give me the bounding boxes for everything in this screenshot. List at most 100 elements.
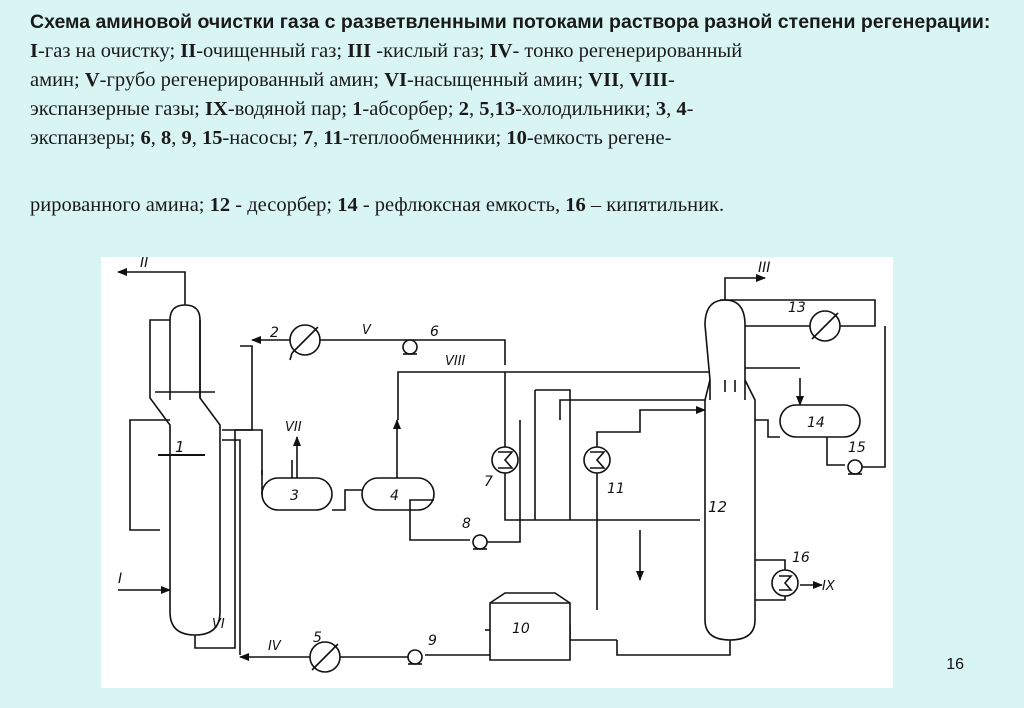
legend-run: экспанзерные газы; — [30, 98, 206, 120]
legend-run: -очищенный газ; — [196, 40, 348, 62]
legend-line: I-газ на очистку; II-очищенный газ; III … — [30, 37, 1005, 66]
legend-run: -теплообменники; — [342, 127, 507, 149]
process-diagram: II I III IV V VI VII VIII IX 1 2 3 4 5 6… — [101, 255, 893, 688]
equipment-label-1: 1 — [175, 438, 185, 456]
pump-15 — [847, 459, 863, 475]
legend-run: - тонко регенерированный — [512, 40, 743, 62]
equipment-label-15: 15 — [848, 440, 866, 456]
legend-run: , — [468, 98, 480, 120]
legend-run: , — [666, 98, 677, 120]
legend-line: амин; V-грубо регенерированный амин; VI-… — [30, 66, 1005, 95]
slide-title: Схема аминовой очистки газа с разветвлен… — [30, 11, 991, 33]
legend-run: VI — [384, 69, 407, 91]
tank-10 — [489, 592, 571, 661]
legend-run: , — [489, 98, 495, 120]
legend-line: экспанзерные газы; IX-водяной пар; 1-абс… — [30, 95, 1005, 124]
legend-run: IX — [205, 98, 228, 120]
legend-run: VIII — [629, 69, 669, 91]
legend-gap — [30, 153, 1005, 191]
page-number: 16 — [946, 656, 964, 673]
legend-run: , — [313, 127, 324, 149]
reboiler-16 — [771, 569, 799, 597]
reflux-drum-14 — [779, 404, 861, 438]
legend-run: III — [347, 40, 372, 62]
legend-run: - — [686, 98, 694, 120]
legend-run: 4 — [676, 98, 687, 120]
stream-label-v: V — [362, 323, 372, 338]
legend-run: -газ на очистку; — [37, 40, 181, 62]
heat-exchanger-11 — [583, 446, 611, 474]
legend-run: -емкость регене- — [526, 127, 672, 149]
legend-run: 8 — [160, 127, 172, 149]
legend-run: -насосы; — [222, 127, 303, 149]
equipment-label-2: 2 — [270, 325, 279, 341]
legend-run: IV — [489, 40, 513, 62]
legend-run: -насыщенный амин; — [406, 69, 589, 91]
heat-exchanger-7 — [491, 446, 519, 474]
legend-run: -грубо регенерированный амин; — [99, 69, 385, 91]
legend-run: 3 — [655, 98, 667, 120]
legend-run: 7 — [302, 127, 314, 149]
legend-run: рированного амина; — [30, 194, 210, 216]
stream-label-iv: IV — [268, 639, 282, 654]
equipment-label-16: 16 — [792, 550, 810, 566]
stream-label-ii: II — [140, 257, 148, 271]
equipment-label-3: 3 — [290, 488, 299, 504]
legend-run: , — [171, 127, 182, 149]
legend-run: экспанзеры; — [30, 127, 141, 149]
stream-label-viii: VIII — [445, 354, 466, 369]
equipment-label-12: 12 — [708, 498, 727, 516]
legend-run: , — [619, 69, 630, 91]
equipment-label-10: 10 — [512, 621, 530, 637]
pump-9 — [407, 649, 423, 665]
desorber-12 — [704, 299, 756, 641]
legend-run: V — [84, 69, 100, 91]
stream-label-i: I — [118, 571, 122, 587]
legend-run: 5 — [479, 98, 490, 120]
pump-8 — [472, 534, 488, 550]
legend-run: VII — [588, 69, 620, 91]
legend-run: -холодильники; — [515, 98, 656, 120]
legend-run: 9 — [181, 127, 192, 149]
equipment-label-6: 6 — [430, 324, 439, 340]
legend-run: -абсорбер; — [362, 98, 459, 120]
stream-label-ix: IX — [822, 579, 836, 594]
legend-run: 12 — [209, 194, 231, 216]
equipment-label-7: 7 — [484, 474, 493, 490]
stream-label-iii: III — [758, 260, 770, 276]
legend-run: амин; — [30, 69, 85, 91]
equipment-label-4: 4 — [390, 488, 399, 504]
legend-run: - — [668, 69, 675, 91]
stream-label-vii: VII — [285, 420, 302, 435]
equipment-label-9: 9 — [428, 633, 437, 649]
legend-run: 6 — [140, 127, 151, 149]
legend-run: , — [191, 127, 202, 149]
legend-run: 14 — [337, 194, 358, 216]
legend-run: 10 — [506, 127, 527, 149]
cooler-13 — [809, 310, 841, 342]
legend-run: 15 — [201, 127, 223, 149]
legend-run: I — [30, 40, 38, 62]
legend-run: 11 — [323, 127, 343, 149]
legend-run: 13 — [494, 98, 516, 120]
stream-label-vi: VI — [212, 617, 225, 632]
equipment-label-13: 13 — [788, 300, 806, 316]
process-flow-svg: II I III IV V VI VII VIII IX 1 2 3 4 5 6… — [117, 255, 886, 673]
cooler-2 — [289, 324, 321, 361]
pump-6 — [402, 339, 418, 355]
equipment-label-8: 8 — [462, 516, 471, 532]
expander-4 — [361, 477, 435, 511]
legend-run: 1 — [352, 98, 363, 120]
slide-text: Схема аминовой очистки газа с разветвлен… — [30, 8, 1005, 220]
legend-run: -водяной пар; — [227, 98, 353, 120]
legend-run: 2 — [458, 98, 469, 120]
legend-run: II — [180, 40, 197, 62]
legend-run: - десорбер; — [230, 194, 338, 216]
legend-run: – кипятильник. — [585, 194, 725, 216]
legend-run: 16 — [565, 194, 586, 216]
equipment-label-5: 5 — [313, 630, 322, 646]
legend-line: экспанзеры; 6, 8, 9, 15-насосы; 7, 11-те… — [30, 124, 1005, 153]
absorber-1 — [149, 304, 221, 636]
legend-line: рированного амина; 12 - десорбер; 14 - р… — [30, 191, 1005, 220]
legend-run: , — [150, 127, 161, 149]
